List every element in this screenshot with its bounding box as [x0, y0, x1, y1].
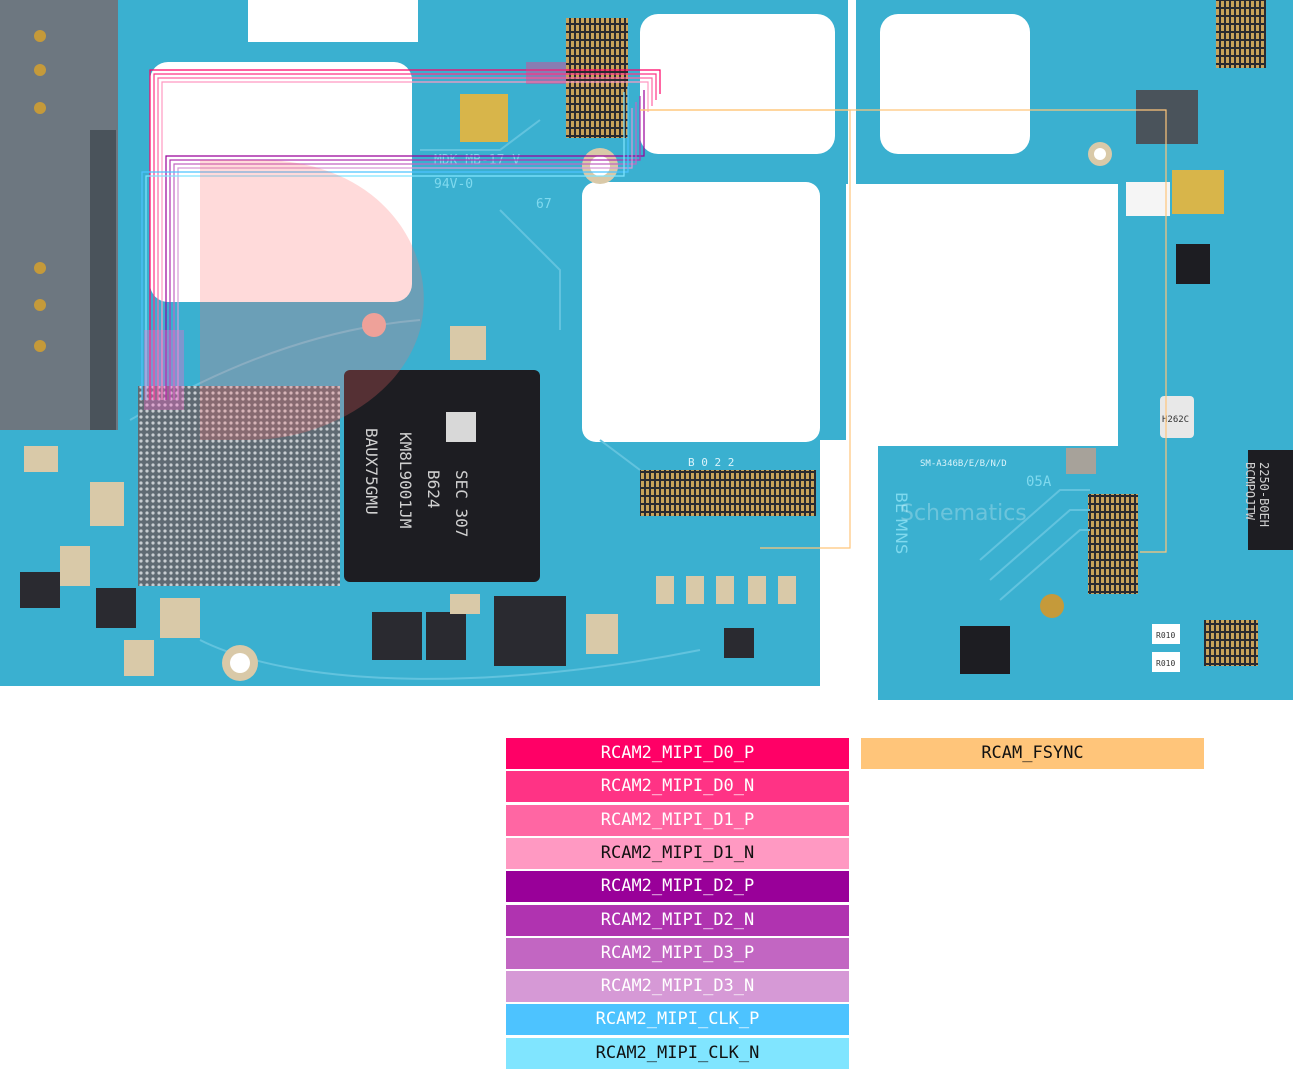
chip-emmc-line2: B624: [424, 470, 443, 509]
legend-item-rcam2-mipi-d2-n: RCAM2_MIPI_D2_N: [506, 904, 849, 936]
chip-emmc-line1: SEC 307: [452, 470, 471, 537]
legend-item-rcam2-mipi-d1-p: RCAM2_MIPI_D1_P: [506, 804, 849, 836]
legend-item-rcam-fsync: RCAM_FSYNC: [861, 738, 1204, 769]
legend-item-rcam2-mipi-clk-p: RCAM2_MIPI_CLK_P: [506, 1004, 849, 1036]
chip-right-line2: BCMPOJTW: [1243, 462, 1257, 521]
chip-emmc-line4: BAUX75GMU: [362, 428, 381, 515]
silk-67: 67: [536, 197, 552, 212]
right-board: SM-A346B/E/B/N/D 05A H262C R010 R010 225…: [846, 0, 1293, 700]
legend-item-rcam2-mipi-d1-n: RCAM2_MIPI_D1_N: [506, 837, 849, 869]
legend-item-rcam2-mipi-d3-n: RCAM2_MIPI_D3_N: [506, 971, 849, 1003]
silk-model: SM-A346B/E/B/N/D: [920, 459, 1007, 469]
chip-emmc-line3: KM8L9001JM: [396, 432, 415, 528]
legend-item-rcam2-mipi-d0-p: RCAM2_MIPI_D0_P: [506, 738, 849, 769]
legend-item-rcam2-mipi-d0-n: RCAM2_MIPI_D0_N: [506, 771, 849, 803]
legend-item-rcam2-mipi-d2-p: RCAM2_MIPI_D2_P: [506, 871, 849, 903]
left-board: MDK MB-17 V 94V-0 67 B 0 2 2 SEC 307 B62…: [0, 0, 848, 700]
silk-94v: 94V-0: [434, 177, 473, 192]
connector-silk-labels: B 0 2 2: [688, 456, 734, 469]
chip-h262: H262C: [1162, 415, 1189, 425]
chip-right-line1: 2250-B0EH: [1257, 462, 1271, 527]
watermark-text: Schematics: [900, 501, 1027, 526]
chip-r010-a: R010: [1156, 631, 1175, 640]
pcb-board-photo: MDK MB-17 V 94V-0 67 B 0 2 2 SEC 307 B62…: [0, 0, 1293, 700]
chip-r010-b: R010: [1156, 659, 1175, 668]
legend-item-rcam2-mipi-d3-p: RCAM2_MIPI_D3_P: [506, 937, 849, 969]
mipi-traces: [141, 69, 1167, 553]
watermark-logo: [200, 160, 424, 440]
legend-item-rcam2-mipi-clk-n: RCAM2_MIPI_CLK_N: [506, 1037, 849, 1069]
silk-rev: 05A: [1026, 474, 1052, 490]
brand-letters: BE MNS: [892, 492, 911, 554]
